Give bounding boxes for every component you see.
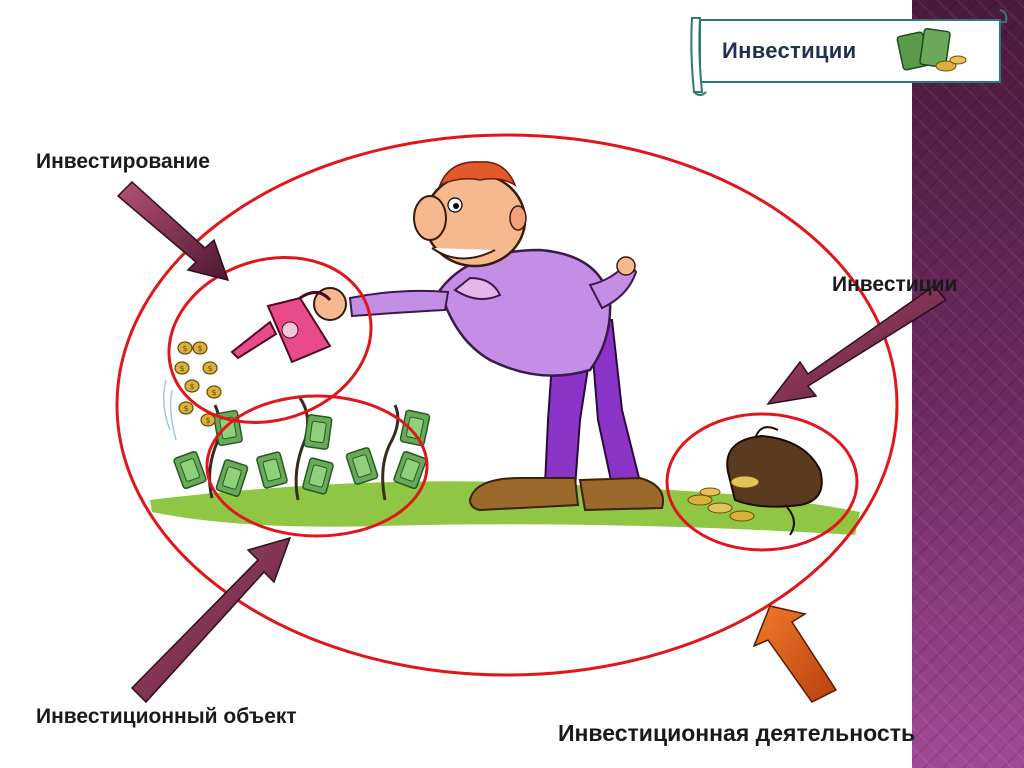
side-decor-panel (912, 0, 1024, 768)
money-bag (687, 426, 823, 536)
investing-circle (167, 256, 373, 424)
arrow-investments (766, 284, 948, 406)
highlight-circles (115, 133, 899, 677)
water-drops (163, 379, 177, 441)
slide-title: Инвестиции (722, 38, 857, 63)
label-investments: Инвестиции (832, 273, 958, 296)
arrow-activity (752, 605, 838, 703)
money-pile-icon (896, 28, 967, 72)
label-investment-activity: Инвестиционная деятельность (558, 720, 916, 746)
label-investment-object: Инвестиционный объект (36, 705, 297, 728)
arrow-object (130, 536, 292, 704)
watering-can (230, 291, 332, 364)
arrow-investing (116, 180, 230, 282)
plants-circle (205, 394, 429, 538)
bag-circle (665, 412, 859, 552)
label-investing: Инвестирование (36, 150, 210, 173)
man-figure (313, 161, 664, 512)
big-circle (115, 133, 899, 677)
